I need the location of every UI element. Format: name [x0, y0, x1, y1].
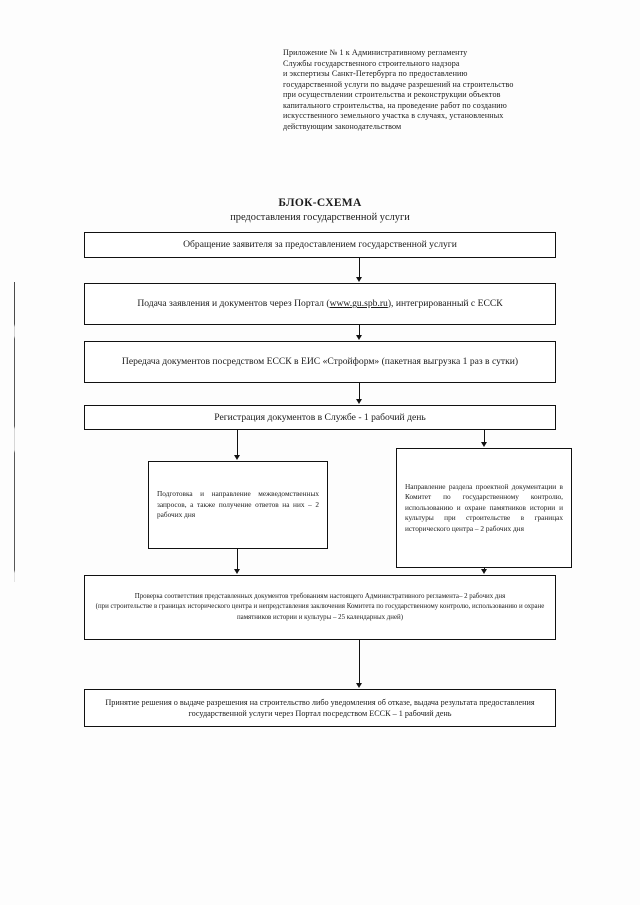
connector-registration-to-interdepartmental	[237, 430, 239, 456]
connector-appeal-to-submission	[359, 258, 361, 278]
arrow-head-icon	[233, 569, 240, 574]
arrow-head-icon	[480, 569, 487, 574]
flow-box-transfer: Передача документов посредством ЕССК в Е…	[84, 341, 556, 383]
flow-box-compliance-text: Проверка соответствия представленных док…	[85, 592, 555, 623]
header-line-2: Службы государственного строительного на…	[283, 58, 460, 68]
flow-box-submission: Подача заявления и документов через Порт…	[84, 283, 556, 325]
arrow-head-icon	[233, 455, 240, 460]
flow-box-decision-text: Принятие решения о выдаче разрешения на …	[105, 697, 535, 718]
header-line-7: искусственного земельного участка в случ…	[283, 111, 504, 121]
arrow-head-icon	[355, 683, 362, 688]
header-line-8: действующим законодательством	[283, 121, 402, 131]
flow-box-decision: Принятие решения о выдаче разрешения на …	[84, 689, 556, 727]
connector-submission-to-transfer	[359, 325, 361, 336]
connector-interdepartmental-to-compliance	[237, 549, 239, 570]
appendix-reference-header: Приложение № 1 к Административному регла…	[283, 48, 613, 132]
flow-box-compliance-line-2: (при строительстве в границах историческ…	[95, 603, 545, 621]
flow-box-compliance-check: Проверка соответствия представленных док…	[84, 575, 556, 640]
flow-box-registration-text: Регистрация документов в Службе - 1 рабо…	[214, 411, 426, 423]
arrow-head-icon	[355, 399, 362, 404]
flow-box-registration: Регистрация документов в Службе - 1 рабо…	[84, 405, 556, 430]
flow-box-appeal: Обращение заявителя за предоставлением г…	[84, 232, 556, 258]
connector-compliance-to-decision	[359, 640, 361, 684]
flow-box-committee-referral: Направление раздела проектной документац…	[396, 448, 572, 568]
flow-box-transfer-text: Передача документов посредством ЕССК в Е…	[121, 356, 519, 368]
flow-box-interdepartmental-text: Подготовка и направление межведомственны…	[157, 489, 319, 520]
scan-margin-artifact	[14, 282, 15, 582]
page-title-main: БЛОК-СХЕМА	[278, 197, 362, 209]
header-line-3: и экспертизы Санкт-Петербурга по предост…	[283, 69, 468, 79]
header-line-6: капитального строительства, на проведени…	[283, 100, 507, 110]
flow-box-submission-text: Подача заявления и документов через Порт…	[85, 297, 555, 310]
header-line-1: Приложение № 1 к Административному регла…	[283, 48, 468, 57]
flow-box-interdepartmental-requests: Подготовка и направление межведомственны…	[148, 461, 328, 549]
submission-text-suffix: ), интегрированный с ЕССК	[387, 298, 503, 310]
flow-box-committee-text: Направление раздела проектной документац…	[405, 481, 563, 533]
connector-transfer-to-registration	[359, 383, 361, 400]
arrow-head-icon	[480, 442, 487, 447]
page-title-subtitle: предоставления государственной услуги	[230, 212, 410, 223]
portal-url-link[interactable]: www.gu.spb.ru	[329, 298, 388, 310]
arrow-head-icon	[355, 277, 362, 282]
header-line-5: при осуществлении строительства и реконс…	[283, 90, 501, 100]
flow-box-appeal-text: Обращение заявителя за предоставлением г…	[183, 239, 457, 251]
header-line-4: государственной услуги по выдаче разреше…	[283, 79, 514, 89]
page-title: БЛОК-СХЕМА предоставления государственно…	[0, 196, 640, 225]
arrow-head-icon	[355, 335, 362, 340]
flow-box-compliance-line-1: Проверка соответствия представленных док…	[134, 593, 506, 601]
submission-text-prefix: Подача заявления и документов через Порт…	[137, 298, 330, 310]
connector-registration-to-committee	[484, 430, 486, 443]
